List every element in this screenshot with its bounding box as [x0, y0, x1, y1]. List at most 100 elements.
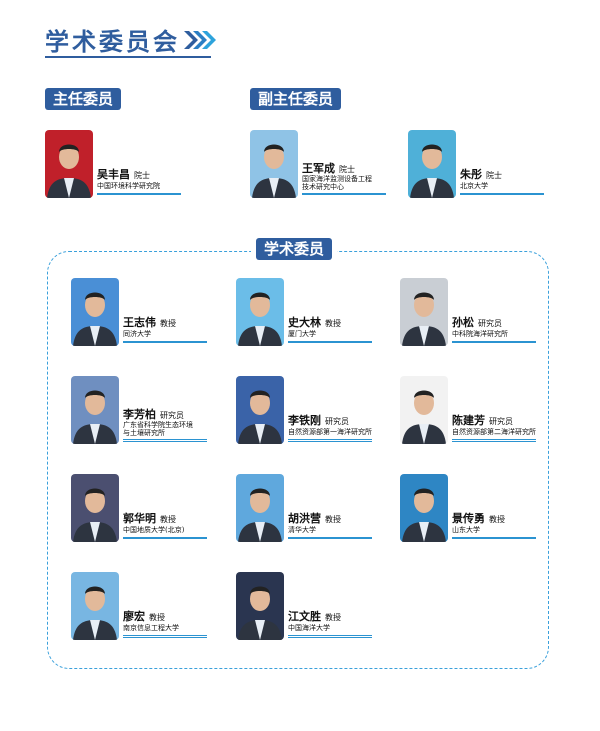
portrait-photo: [400, 376, 448, 444]
name-underline: [123, 537, 207, 539]
text: 李铁刚: [288, 414, 321, 427]
name-underline: [302, 193, 386, 195]
portrait-photo: [236, 278, 284, 346]
member-org: 广东省科学院生态环境与土壤研究所: [123, 421, 193, 437]
member-card: 王军成院士 国家海洋监测设备工程技术研究中心: [250, 130, 390, 200]
text: 教授: [149, 613, 165, 622]
text: 广东省科学院生态环境: [123, 421, 193, 429]
text: 院士: [486, 171, 502, 180]
text: 教授: [489, 515, 505, 524]
name-underline: [97, 193, 181, 195]
text: 江文胜: [288, 610, 321, 623]
text: 自然资源部第一海洋研究所: [288, 428, 372, 436]
portrait-photo: [45, 130, 93, 198]
member-org: 中国环境科学研究院: [97, 182, 160, 190]
text: 研究员: [160, 411, 184, 420]
text: 史大林: [288, 316, 321, 329]
member-card: 江文胜教授 中国海洋大学: [236, 572, 376, 642]
portrait-photo: [71, 278, 119, 346]
member-name: 李芳柏研究员: [123, 406, 184, 422]
text: 山东大学: [452, 526, 480, 534]
text: 教授: [160, 319, 176, 328]
member-org: 山东大学: [452, 526, 480, 534]
member-card: 陈建芳研究员 自然资源部第二海洋研究所: [400, 376, 540, 446]
member-name: 王志伟教授: [123, 314, 176, 330]
member-name: 李铁刚研究员: [288, 412, 349, 428]
text: 朱彤: [460, 168, 482, 181]
member-name: 王军成院士: [302, 160, 355, 176]
text: 中科院海洋研究所: [452, 330, 508, 338]
name-underline: [123, 635, 207, 636]
text: 清华大学: [288, 526, 316, 534]
portrait-photo: [236, 474, 284, 542]
portrait-photo: [71, 572, 119, 640]
member-org: 自然资源部第二海洋研究所: [452, 428, 536, 436]
text: 廖宏: [123, 610, 145, 623]
name-underline: [460, 193, 544, 195]
text: 景传勇: [452, 512, 485, 525]
member-name: 孙松研究员: [452, 314, 502, 330]
member-name: 郭华明教授: [123, 510, 176, 526]
member-card: 廖宏教授 南京信息工程大学: [71, 572, 211, 642]
member-card: 李铁刚研究员 自然资源部第一海洋研究所: [236, 376, 376, 446]
chevrons-icon: [182, 29, 218, 51]
text: 王军成: [302, 162, 335, 175]
member-org: 中科院海洋研究所: [452, 330, 508, 338]
member-org: 清华大学: [288, 526, 316, 534]
text: 研究员: [489, 417, 513, 426]
text: 郭华明: [123, 512, 156, 525]
name-underline: [288, 537, 372, 539]
member-org: 北京大学: [460, 182, 488, 190]
member-org: 厦门大学: [288, 330, 316, 338]
portrait-photo: [71, 474, 119, 542]
member-name: 史大林教授: [288, 314, 341, 330]
text: 胡洪营: [288, 512, 321, 525]
name-underline: [288, 439, 372, 440]
member-name: 廖宏教授: [123, 608, 165, 624]
member-name: 朱彤院士: [460, 166, 502, 182]
name-underline: [288, 341, 372, 343]
text: 王志伟: [123, 316, 156, 329]
name-underline: [288, 635, 372, 636]
text: 国家海洋监测设备工程: [302, 175, 372, 183]
text: 吴丰昌: [97, 168, 130, 181]
text: 研究员: [478, 319, 502, 328]
member-card: 王志伟教授 同济大学: [71, 278, 211, 348]
member-card: 景传勇教授 山东大学: [400, 474, 540, 544]
page-title: 学术委员会: [45, 22, 218, 57]
portrait-photo: [71, 376, 119, 444]
name-underline: [123, 341, 207, 343]
member-org: 国家海洋监测设备工程技术研究中心: [302, 175, 372, 191]
member-card: 孙松研究员 中科院海洋研究所: [400, 278, 540, 348]
member-name: 江文胜教授: [288, 608, 341, 624]
member-name: 景传勇教授: [452, 510, 505, 526]
text: 院士: [339, 165, 355, 174]
text: 南京信息工程大学: [123, 624, 179, 632]
member-org: 同济大学: [123, 330, 151, 338]
name-underline: [452, 341, 536, 343]
member-card: 郭华明教授 中国地质大学(北京): [71, 474, 211, 544]
text: 与土壤研究所: [123, 429, 165, 437]
members-badge: 学术委员: [256, 238, 333, 260]
member-card: 史大林教授 厦门大学: [236, 278, 376, 348]
text: 自然资源部第二海洋研究所: [452, 428, 536, 436]
portrait-photo: [236, 572, 284, 640]
portrait-photo: [408, 130, 456, 198]
text: 教授: [325, 319, 341, 328]
text: 同济大学: [123, 330, 151, 338]
vice-director-badge: 副主任委员: [250, 88, 342, 110]
text: 研究员: [325, 417, 349, 426]
text: 陈建芳: [452, 414, 485, 427]
name-underline: [452, 537, 536, 539]
portrait-photo: [400, 474, 448, 542]
text: 中国地质大学(北京): [123, 526, 185, 534]
name-underline: [123, 439, 207, 440]
text: 技术研究中心: [302, 183, 344, 191]
text: 教授: [160, 515, 176, 524]
text: 中国海洋大学: [288, 624, 330, 632]
text: 教授: [325, 613, 341, 622]
member-name: 胡洪营教授: [288, 510, 341, 526]
member-card: 胡洪营教授 清华大学: [236, 474, 376, 544]
member-name: 陈建芳研究员: [452, 412, 513, 428]
